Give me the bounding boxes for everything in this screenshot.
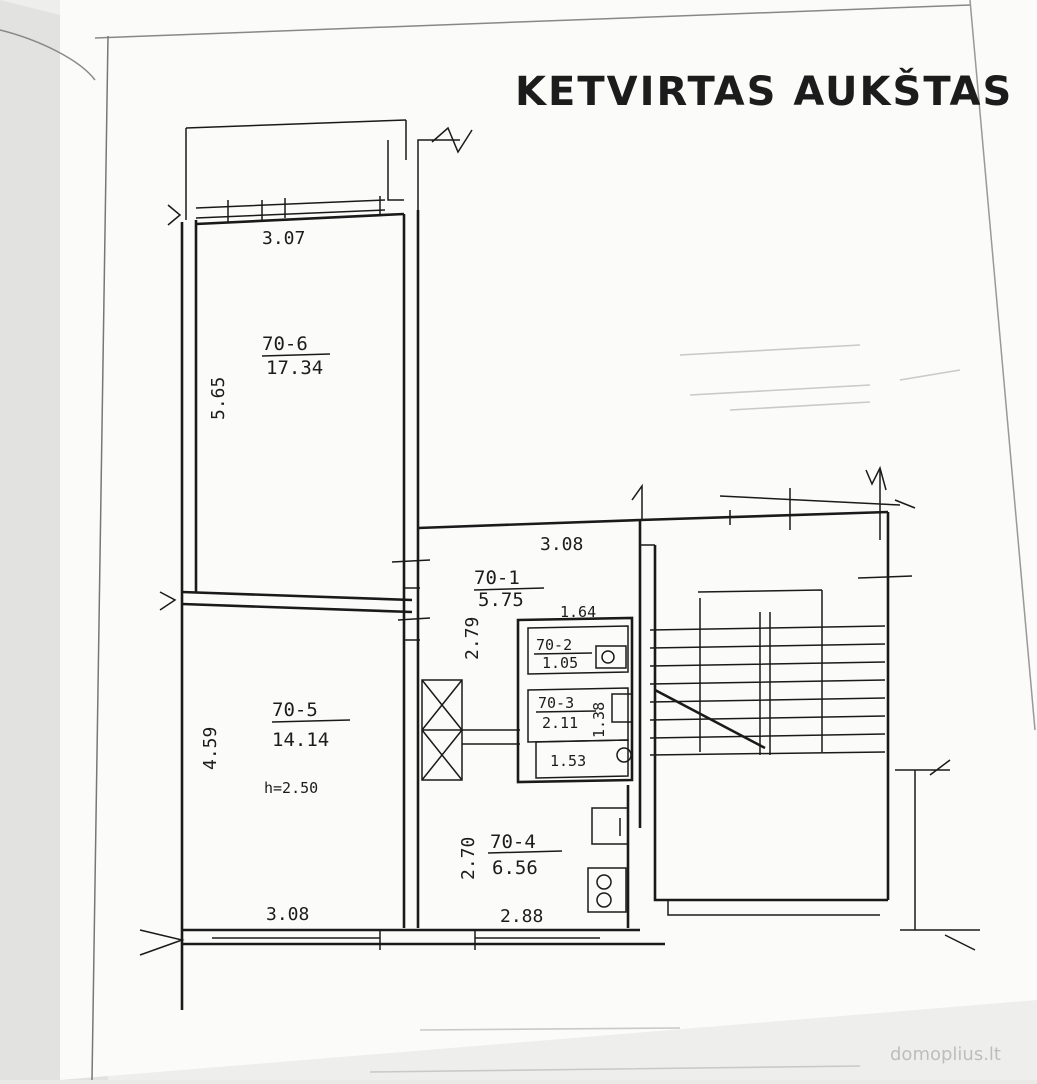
dim-279: 2.79 [462, 617, 483, 660]
room-code: 70-5 [272, 699, 318, 721]
room-area: 14.14 [272, 729, 329, 751]
dim-459: 4.59 [200, 727, 221, 770]
room-code: 70-3 [538, 694, 574, 712]
room-area: 5.75 [478, 589, 524, 611]
dim-138: 1.38 [590, 702, 608, 738]
paper-sheet [60, 0, 1037, 1080]
room-area: 6.56 [492, 857, 538, 879]
room-70-6: 70-6 17.34 [261, 333, 331, 379]
dim-308-top: 3.08 [540, 534, 583, 555]
faint-stamp-marks [679, 344, 961, 411]
dimension-labels: 3.07 5.65 3.08 2.79 1.64 1.38 1.53 4.59 … [200, 228, 608, 927]
room-code: 70-6 [262, 333, 308, 355]
room-code: 70-2 [536, 636, 572, 654]
corridor-walls [391, 483, 643, 928]
room-code: 70-1 [474, 567, 520, 589]
watermark: domoplius.lt [890, 1044, 1001, 1065]
stairwell [639, 465, 980, 951]
sheet-left-edge [91, 35, 109, 1081]
room-code: 70-4 [490, 831, 536, 853]
room-70-2: 70-2 1.05 [533, 636, 593, 672]
room-70-4: 70-4 6.56 [487, 831, 563, 879]
dim-270: 2.70 [458, 837, 479, 880]
dim-153: 1.53 [550, 752, 586, 770]
dim-307: 3.07 [262, 228, 305, 249]
bottom-faint-handwriting [369, 1027, 861, 1073]
page-curl [0, 29, 96, 81]
dim-288: 2.88 [500, 906, 543, 927]
room-area: 17.34 [266, 357, 323, 379]
dim-308-bottom: 3.08 [266, 904, 309, 925]
left-wing-walls [139, 119, 665, 1010]
room-height: h=2.50 [264, 779, 318, 797]
room-70-3: 70-3 2.11 [535, 694, 597, 732]
dim-164: 1.64 [560, 603, 596, 621]
sheet-right-edge [969, 0, 1036, 731]
plan-title: KETVIRTAS AUKŠTAS [515, 67, 1013, 115]
room-area: 1.05 [542, 654, 578, 672]
dim-565: 5.65 [208, 377, 229, 420]
room-70-5: 70-5 14.14 h=2.50 [264, 699, 351, 797]
room-area: 2.11 [542, 714, 578, 732]
sheet-top-edge [94, 4, 971, 39]
room-70-1: 70-1 5.75 [473, 567, 545, 611]
